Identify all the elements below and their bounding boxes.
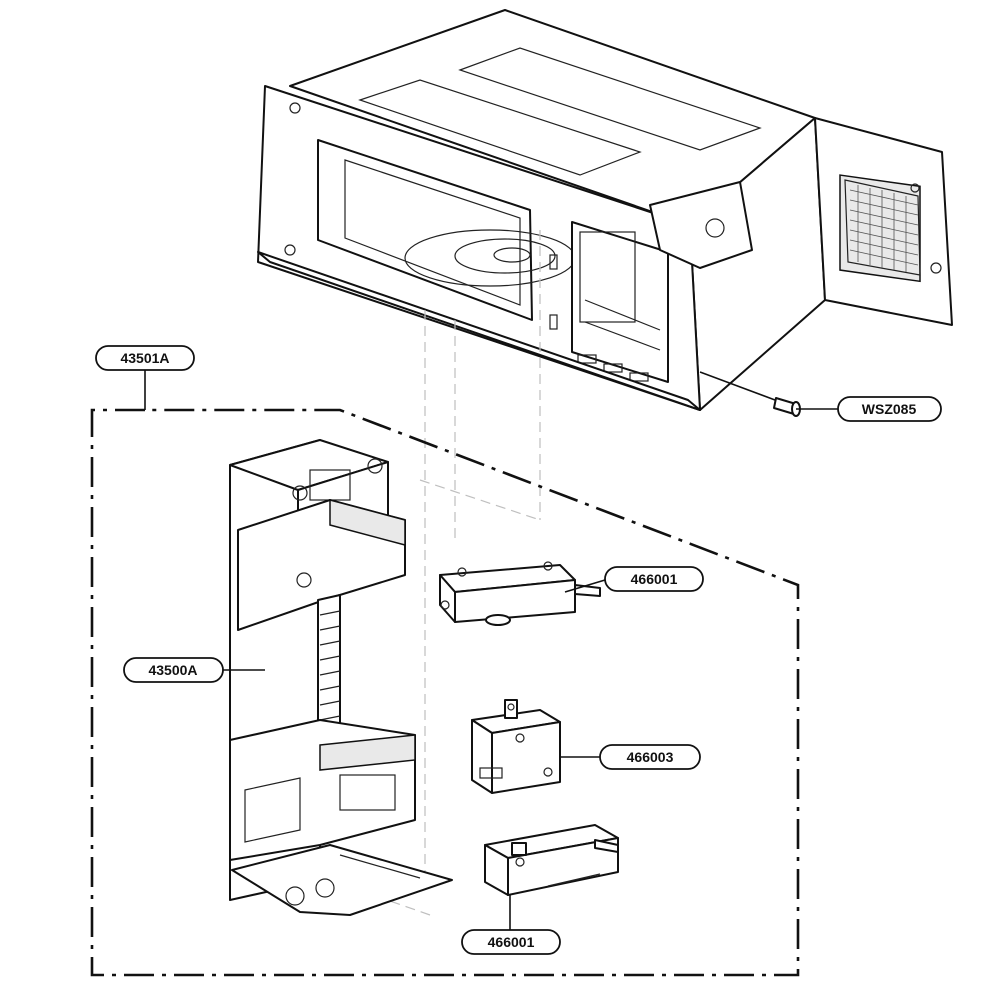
callout-wsz085: WSZ085 [837,396,942,422]
callout-466001-lower: 466001 [461,929,561,955]
assembly-boundary [90,408,800,977]
callout-43501a: 43501A [95,345,195,371]
switch-upper-part [439,561,601,626]
switch-lower-part [484,824,619,896]
svg-text:43500A: 43500A [148,662,197,678]
svg-text:466001: 466001 [488,934,535,950]
microwave-cavity [257,9,953,411]
svg-text:WSZ085: WSZ085 [862,401,917,417]
switch-middle-part [471,699,561,794]
svg-text:466003: 466003 [627,749,674,765]
vent-grille [844,179,921,276]
latch-board-part [229,439,453,916]
callout-466003: 466003 [599,744,701,770]
callout-466001-upper: 466001 [604,566,704,592]
svg-text:466001: 466001 [631,571,678,587]
svg-text:43501A: 43501A [120,350,169,366]
callout-43500a: 43500A [123,657,224,683]
